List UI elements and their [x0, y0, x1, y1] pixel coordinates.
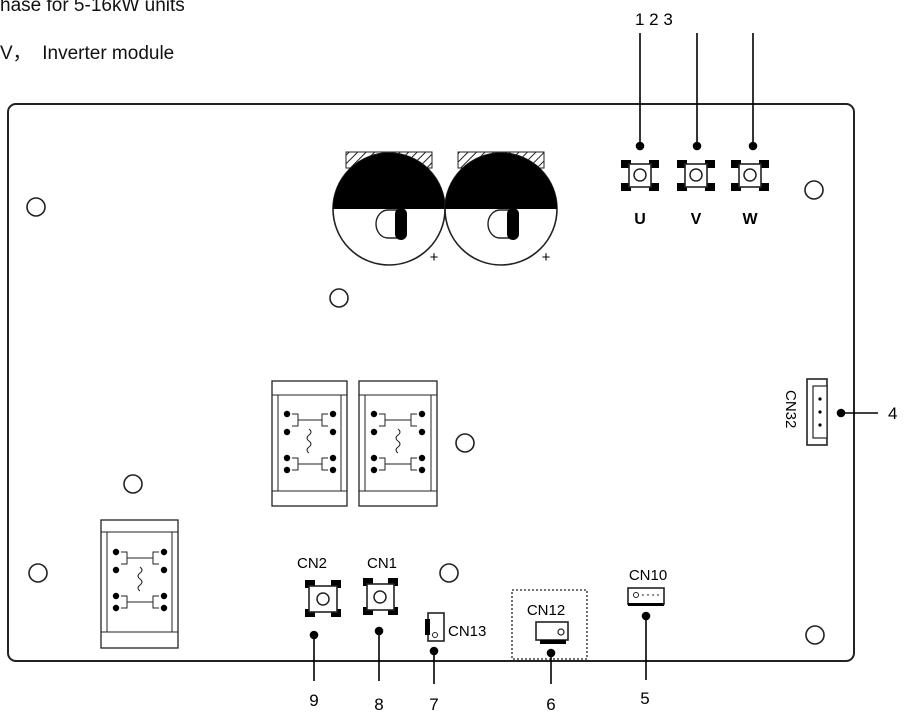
- cn1-label: CN1: [367, 555, 397, 572]
- capacitor-plus-sign: +: [430, 249, 439, 266]
- callout-1-2-3: 1 2 3: [635, 10, 673, 29]
- cn10-label: CN10: [629, 567, 667, 584]
- connector-cn13[interactable]: [425, 612, 445, 642]
- mounting-hole: [804, 180, 824, 200]
- callout-7: 7: [429, 695, 438, 714]
- mounting-hole: [455, 433, 475, 453]
- callout-8: 8: [374, 695, 383, 714]
- callout-4: 4: [888, 404, 897, 423]
- cn12-label: CN12: [527, 602, 565, 619]
- terminal-u-label: U: [634, 211, 646, 228]
- callout-9: 9: [309, 691, 318, 710]
- terminal-w-label: W: [742, 211, 758, 228]
- terminal-w[interactable]: [731, 160, 769, 191]
- mounting-hole: [329, 288, 349, 308]
- leader-line-9: [309, 630, 319, 681]
- terminal-v[interactable]: [677, 160, 715, 191]
- transformer-block-1: [271, 380, 348, 507]
- connector-cn12[interactable]: [535, 621, 569, 644]
- transformer-block-2: [358, 380, 438, 507]
- callout-5: 5: [640, 689, 649, 708]
- leader-line-4: [836, 408, 878, 418]
- transformer-block-3: [100, 519, 179, 649]
- cn2-label: CN2: [297, 555, 327, 572]
- mounting-hole: [805, 625, 825, 645]
- capacitor-2: +: [444, 151, 558, 266]
- leader-line-5: [641, 611, 651, 680]
- leader-line-8: [374, 626, 384, 681]
- leader-line-6: [546, 648, 556, 684]
- connector-cn32[interactable]: [806, 378, 828, 446]
- header-line-1: hase for 5-16kW units: [0, 0, 185, 16]
- callout-6: 6: [546, 695, 555, 714]
- mounting-hole: [439, 563, 459, 583]
- leader-lines-uvw: [635, 33, 758, 151]
- connector-cn10[interactable]: [627, 587, 665, 606]
- cn32-label: CN32: [782, 390, 799, 428]
- mounting-hole: [26, 197, 46, 217]
- mounting-holes: [26, 180, 825, 645]
- cn13-label: CN13: [448, 623, 486, 640]
- leader-line-7: [429, 646, 439, 684]
- capacitor-1: +: [332, 151, 446, 266]
- cn12-dotted-area: [511, 589, 588, 660]
- mounting-hole: [123, 474, 143, 494]
- mounting-hole: [28, 563, 48, 583]
- terminal-u[interactable]: [621, 160, 659, 191]
- capacitor-plus-sign: +: [542, 249, 551, 266]
- terminal-v-label: V: [691, 211, 702, 228]
- header-line-2: V， Inverter module: [0, 43, 175, 64]
- connector-cn2[interactable]: [305, 580, 341, 617]
- connector-cn1[interactable]: [363, 578, 398, 615]
